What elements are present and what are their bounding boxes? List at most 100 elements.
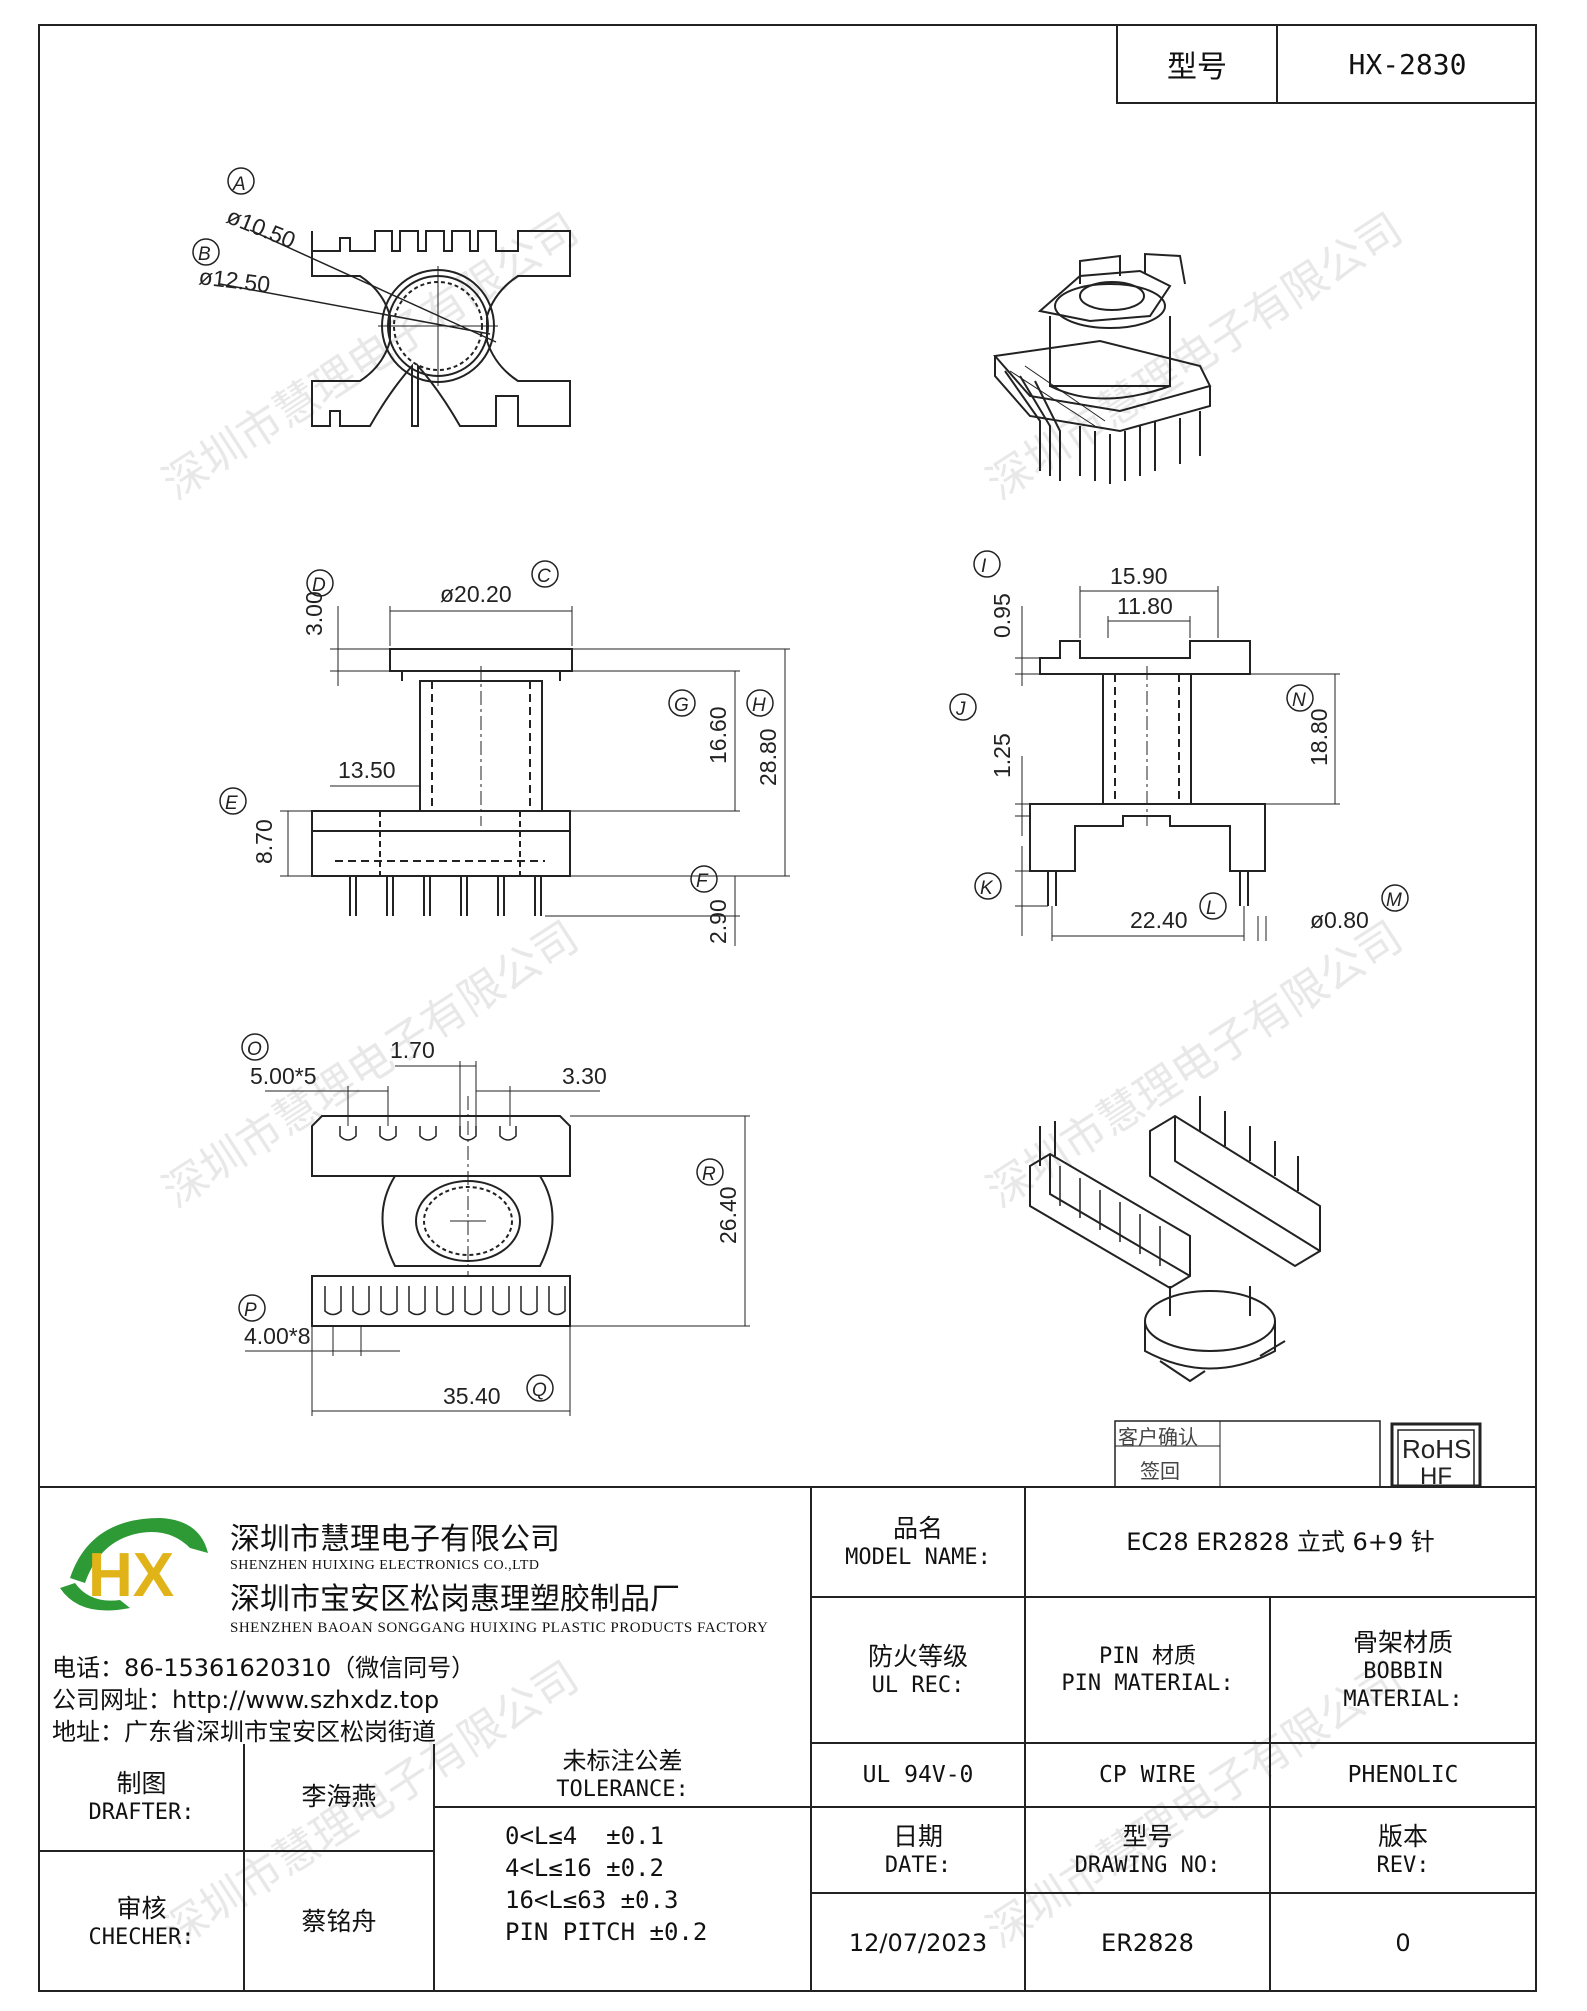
model-name-label-en: MODEL NAME: (845, 1544, 991, 1570)
technical-drawing: A ø10.50 B ø12.50 (192, 167, 1482, 1486)
bobbin-material-label-cn: 骨架材质 (1352, 1627, 1453, 1657)
dim-slot1: 1.70 (390, 1037, 435, 1063)
ul-value-text: UL 94V-0 (862, 1761, 974, 1788)
bobbin-material-label-en2: MATERIAL: (1343, 1686, 1463, 1712)
factory-name-en: SHENZHEN BAOAN SONGGANG HUIXING PLASTIC … (230, 1620, 769, 1636)
ul-rec-label-en: UL REC: (871, 1672, 965, 1698)
pin-value-text: CP WIRE (1099, 1761, 1196, 1788)
factory-name-cn: 深圳市宝安区松岗惠理塑胶制品厂 (230, 1582, 680, 1617)
balloon-j (949, 693, 977, 721)
dim-l: 22.40 (1130, 907, 1188, 933)
tolerance-row: 16<L≤63 ±0.3 (505, 1886, 679, 1914)
date-value: 12/07/2023 (812, 1894, 1026, 1992)
rohs-label: RoHS (1402, 1434, 1471, 1464)
rev-value: 0 (1271, 1894, 1535, 1992)
dim-o: 5.00*5 (250, 1063, 317, 1089)
balloon-i (973, 550, 1001, 578)
balloon-a (227, 167, 255, 195)
date-label-cn: 日期 (892, 1821, 943, 1851)
logo-text: HX (88, 1541, 174, 1610)
bobbin-material-label-en1: BOBBIN (1363, 1659, 1443, 1685)
stamp-line1: 客户确认 (1118, 1426, 1198, 1449)
side-base (1029, 803, 1266, 872)
drafter-name-text: 李海燕 (301, 1782, 377, 1812)
drawing-no-label-cn: 型号 (1122, 1821, 1173, 1851)
iso-view-top (993, 252, 1212, 484)
balloon-e-text: E (225, 793, 238, 814)
rev-value-text: 0 (1395, 1929, 1411, 1957)
pin-material-label: PIN 材质 PIN MATERIAL: (1026, 1598, 1271, 1744)
balloon-h-text: H (752, 695, 766, 716)
leader-a (249, 229, 497, 343)
ul-rec-label: 防火等级 UL REC: (812, 1598, 1026, 1744)
balloon-a-text: A (232, 174, 246, 195)
model-header-value: HX-2830 (1348, 47, 1467, 81)
ul-value: UL 94V-0 (812, 1744, 1026, 1808)
rev-label: 版本 REV: (1271, 1808, 1535, 1894)
dim-m: ø0.80 (1310, 907, 1369, 933)
balloon-g (668, 689, 696, 717)
model-name-label: 品名 MODEL NAME: (812, 1488, 1026, 1598)
stamp-line2: 签回 (1140, 1460, 1180, 1483)
dim-slot2: 3.30 (562, 1063, 607, 1089)
dim-b: ø12.50 (197, 263, 271, 298)
iso-view-bottom (1029, 1096, 1321, 1383)
dim-q: 35.40 (443, 1383, 501, 1409)
balloon-l-text: L (1206, 898, 1217, 919)
confirmation-stamp: 客户确认 签回 (1114, 1420, 1381, 1486)
logo-swoosh-icon (70, 1518, 208, 1583)
ul-rec-label-cn: 防火等级 (867, 1641, 968, 1671)
model-name-label-cn: 品名 (892, 1513, 943, 1543)
dim-a: ø10.50 (223, 203, 299, 254)
rohs-badge: RoHS HF (1390, 1422, 1482, 1486)
tolerance-row: PIN PITCH ±0.2 (505, 1918, 708, 1946)
dim-d: 3.00 (301, 591, 327, 636)
dim-r: 26.40 (715, 1186, 741, 1244)
balloon-c-text: C (537, 566, 551, 587)
balloon-e (219, 787, 247, 815)
balloon-k (974, 872, 1002, 900)
checker-label-en: CHECHER: (88, 1924, 195, 1950)
balloon-o (241, 1033, 269, 1061)
tolerance-row: 0<L≤4 ±0.1 (505, 1822, 664, 1850)
rev-label-cn: 版本 (1377, 1821, 1428, 1851)
dim-i: 0.95 (989, 593, 1015, 638)
balloon-m (1381, 884, 1409, 912)
balloon-h (746, 689, 774, 717)
bottom-lower-bar (311, 1275, 571, 1327)
drawing-no-label: 型号 DRAWING NO: (1026, 1808, 1271, 1894)
checker-name-text: 蔡铭舟 (301, 1907, 377, 1937)
balloon-r (696, 1158, 724, 1186)
rev-label-en: REV: (1376, 1852, 1430, 1878)
tolerance-row: 4<L≤16 ±0.2 (505, 1854, 664, 1882)
balloon-k-text: K (980, 878, 994, 899)
checker-label: 审核 CHECHER: (40, 1852, 245, 1992)
company-phone: 电话：86-15361620310（微信同号） (52, 1654, 476, 1682)
date-value-text: 12/07/2023 (848, 1929, 988, 1957)
dim-top1: 15.90 (1110, 563, 1168, 589)
dim-top2: 11.80 (1117, 593, 1173, 619)
company-address: 地址：广东省深圳市宝安区松岗街道 (52, 1718, 436, 1746)
bobbin-value: PHENOLIC (1271, 1744, 1535, 1808)
balloon-b (192, 238, 220, 266)
checker-name: 蔡铭舟 (245, 1852, 435, 1992)
front-view: C ø20.20 D 3.00 13.50 E 8.70 G 16.60 (219, 560, 790, 946)
company-name-en: SHENZHEN HUIXING ELECTRONICS CO.,LTD (230, 1558, 540, 1573)
drawing-no-label-en: DRAWING NO: (1074, 1852, 1221, 1878)
date-label-en: DATE: (884, 1852, 952, 1878)
balloon-d (306, 569, 334, 597)
dim-h: 28.80 (755, 728, 781, 786)
drafter-name: 李海燕 (245, 1744, 435, 1852)
drawing-no-value-text: ER2828 (1101, 1929, 1194, 1957)
dim-j: 1.25 (989, 733, 1015, 778)
balloon-f (690, 865, 718, 893)
balloon-b-text: B (198, 244, 211, 265)
drawing-sheet: 型号 HX-2830 深圳市慧理电子有限公司 深圳市慧理电子有限公司 深圳市慧理… (38, 24, 1537, 1992)
leader-b (219, 283, 491, 335)
balloon-q-text: Q (532, 1380, 547, 1401)
dim-n: 18.80 (1306, 708, 1332, 766)
dim-inner: 13.50 (338, 757, 396, 783)
dim-e: 8.70 (251, 819, 277, 864)
balloon-q (526, 1374, 554, 1402)
checker-label-cn: 审核 (116, 1893, 167, 1923)
